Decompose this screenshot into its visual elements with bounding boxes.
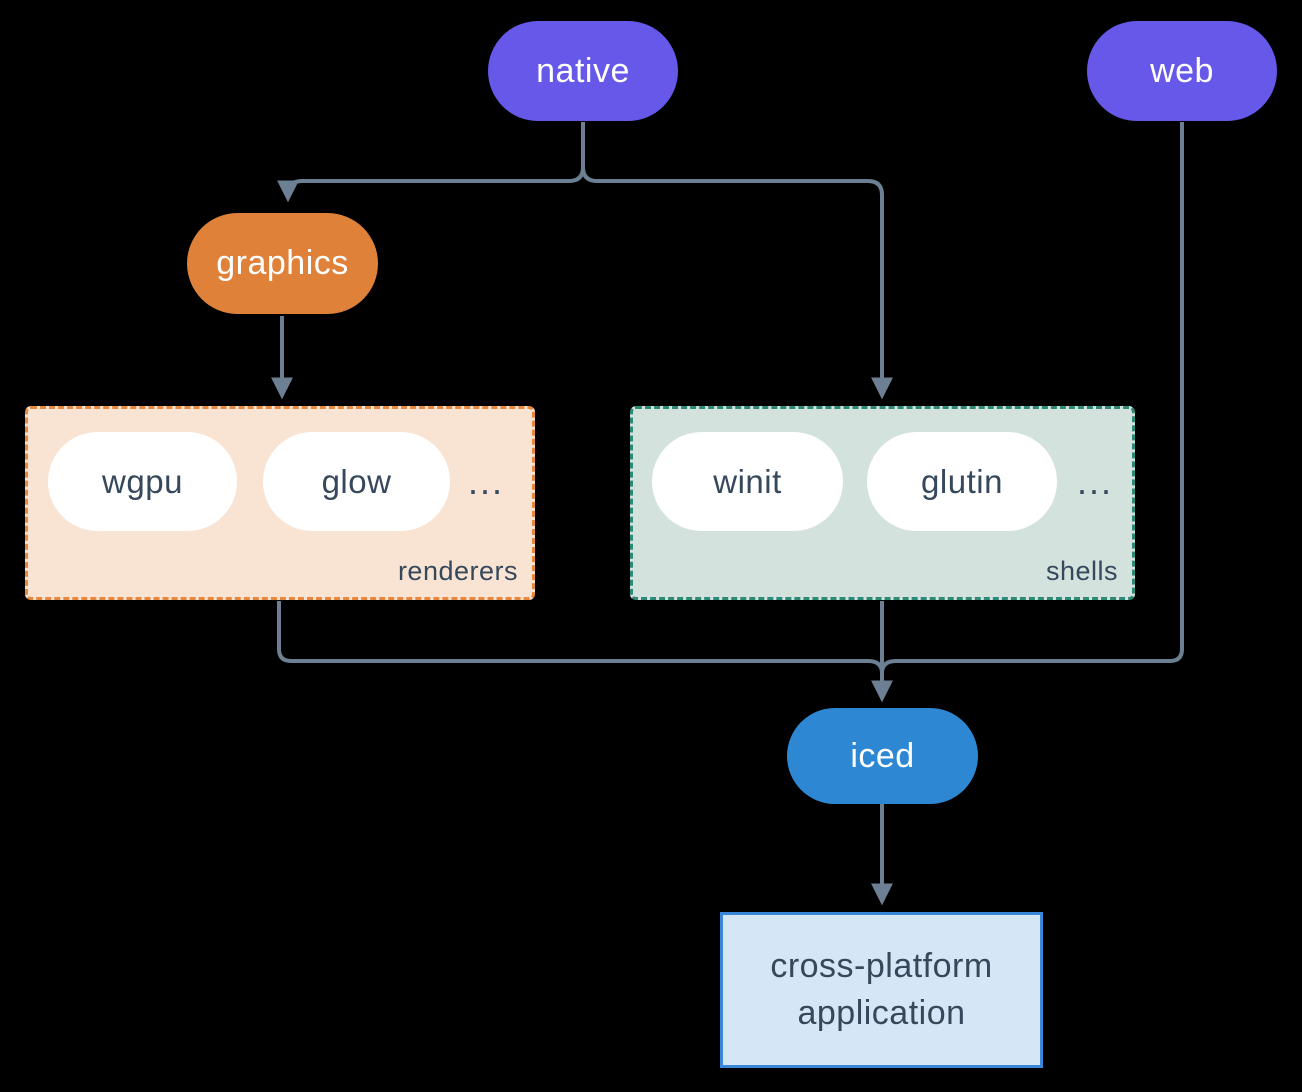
node-iced: iced [787,708,978,804]
renderers-label: renderers [397,556,518,586]
node-wgpu: wgpu [48,432,237,531]
application-label-line2: application [797,994,966,1032]
edge-renderers-merge [277,601,884,675]
group-shells: winit glutin ... shells [630,406,1135,600]
shells-ellipsis: ... [1077,460,1114,502]
node-glow: glow [263,432,450,531]
node-web: web [1087,21,1277,121]
group-renderers: wgpu glow ... renderers [25,406,535,600]
node-native: native [488,21,678,121]
node-glutin: glutin [867,432,1057,531]
shells-label: shells [1045,556,1118,586]
application-label-line1: cross-platform [770,947,993,985]
node-winit: winit [652,432,843,531]
node-application: cross-platform application [720,912,1043,1068]
edge-native-graphics [277,122,585,203]
node-graphics: graphics [187,213,378,314]
edge-native-shells [581,122,893,400]
renderers-ellipsis: ... [468,460,505,502]
